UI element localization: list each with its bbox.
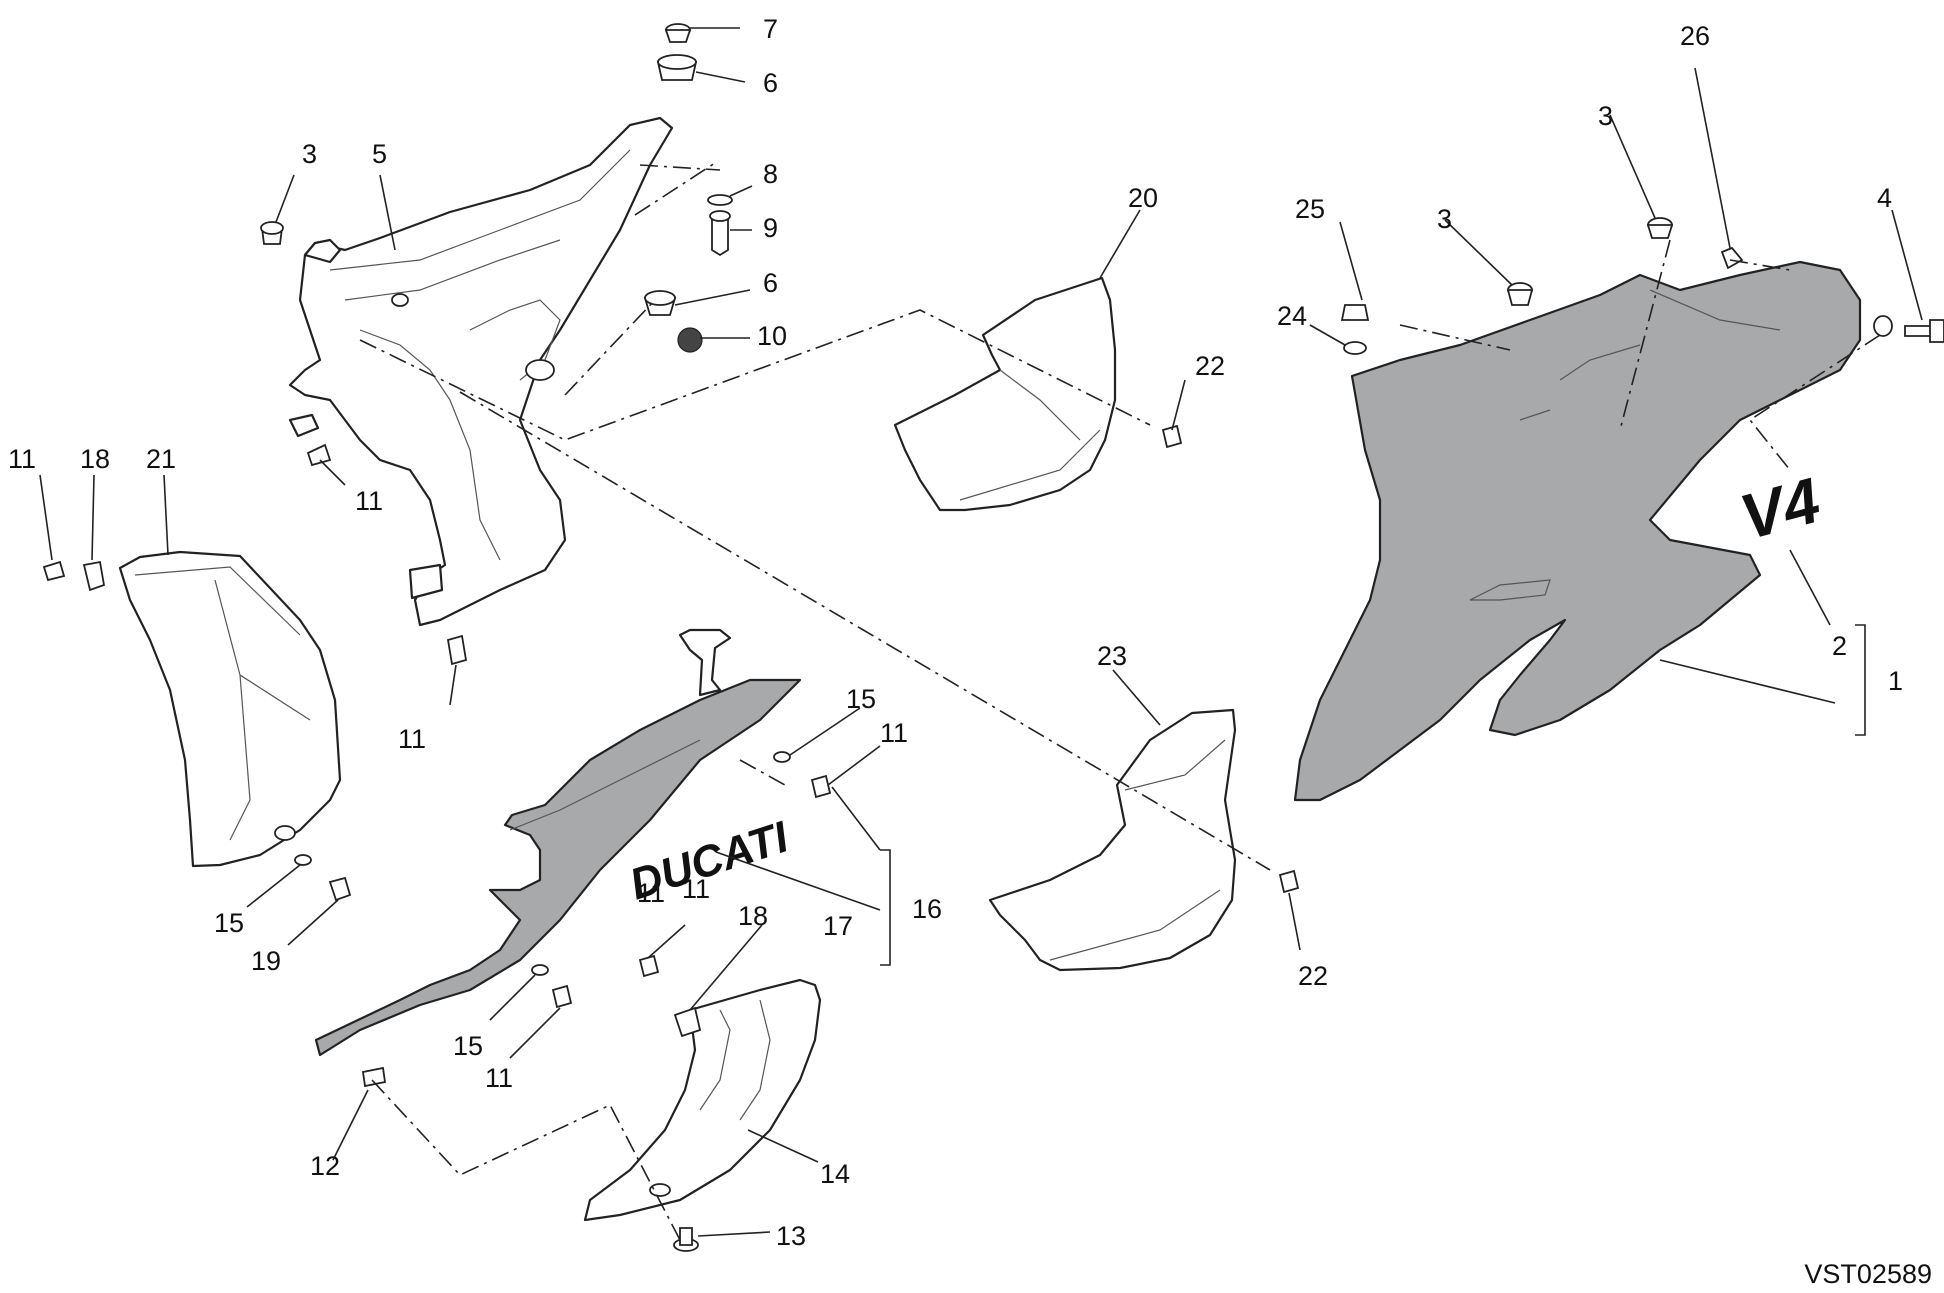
callout-label: 17	[823, 911, 853, 941]
callout-label: 15	[453, 1031, 483, 1061]
callout-label: 19	[251, 946, 281, 976]
v4-logo: V4	[1733, 464, 1827, 554]
callout-label: 11	[398, 724, 426, 754]
callout-label: 24	[1277, 301, 1307, 331]
callout-label: 5	[372, 139, 387, 169]
callout-label: 11	[355, 486, 383, 516]
callout-label: 6	[763, 268, 778, 298]
callout-label: 23	[1097, 641, 1127, 671]
callout-label: 16	[912, 894, 942, 924]
leader-lines	[39, 27, 1923, 1237]
callout-label: 10	[757, 321, 787, 351]
callout-label: 20	[1128, 183, 1158, 213]
callout-label: 22	[1298, 961, 1328, 991]
callout-label: 15	[846, 684, 876, 714]
callout-label: 26	[1680, 21, 1710, 51]
callout-label: 11	[880, 718, 908, 748]
callout-label: 3	[302, 139, 317, 169]
callout-label: 4	[1877, 183, 1892, 213]
callout-label: 15	[214, 908, 244, 938]
callout-label: 1	[1888, 666, 1903, 696]
callout-label: 3	[1598, 101, 1613, 131]
alignment-lines	[359, 162, 1881, 1241]
part-upper-middle-panel	[893, 276, 1117, 512]
callout-label: 7	[763, 14, 778, 44]
callout-label: 3	[1437, 204, 1452, 234]
callout-label: 18	[738, 901, 768, 931]
callout-label: 8	[763, 159, 778, 189]
callout-label: 11	[637, 878, 665, 908]
part-main-side-fairing: V4	[1293, 260, 1893, 802]
callout-label: 6	[763, 68, 778, 98]
part-side-bracket	[288, 116, 674, 627]
callout-label: 18	[80, 444, 110, 474]
hardware-items	[42, 23, 1944, 1252]
callout-label: 12	[310, 1151, 340, 1181]
drawing-code: VST02589	[1804, 1259, 1932, 1289]
part-bottom-panel	[583, 978, 822, 1222]
callout-label: 11	[485, 1063, 513, 1093]
callout-label: 9	[763, 213, 778, 243]
part-left-panel	[118, 550, 342, 868]
part-lower-middle-panel	[988, 708, 1237, 972]
callout-label: 2	[1832, 631, 1847, 661]
callout-label: 14	[820, 1159, 850, 1189]
callout-numbers: 1 2 3 3 3 4 5 6 6 7 8 9 10 11 11 11 11 1…	[8, 14, 1903, 1251]
callout-label: 11	[682, 874, 710, 904]
callout-label: 25	[1295, 194, 1325, 224]
callout-label: 21	[146, 444, 176, 474]
callout-label: 11	[8, 444, 36, 474]
callout-label: 13	[776, 1221, 806, 1251]
callout-label: 22	[1195, 351, 1225, 381]
